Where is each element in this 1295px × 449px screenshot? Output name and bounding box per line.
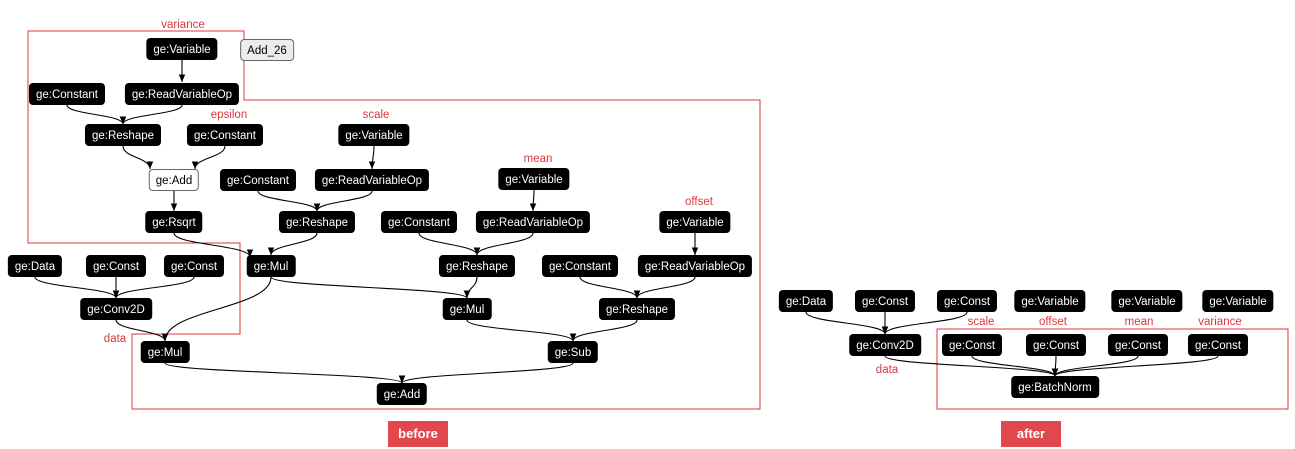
after-scale-label: scale (967, 316, 995, 328)
graph-edge (313, 190, 373, 212)
graph-edge (257, 190, 321, 212)
after-batchnorm-node[interactable]: ge:BatchNorm (1011, 376, 1099, 398)
graph-edge (1051, 355, 1059, 377)
graph-edge (270, 276, 471, 299)
after-data-node[interactable]: ge:Data (778, 290, 834, 312)
graph-edge (368, 145, 376, 170)
graph-edge (971, 355, 1059, 377)
after-variance-const-node[interactable]: ge:Const (1187, 334, 1249, 356)
graph-edge (398, 362, 574, 384)
conv2d-node[interactable]: ge:Conv2D (80, 298, 152, 320)
constant-node[interactable]: ge:Constant (28, 83, 106, 105)
scale-constant-node[interactable]: ge:Constant (219, 169, 297, 191)
graph-edge (1051, 355, 1219, 377)
sub-node[interactable]: ge:Sub (547, 341, 599, 363)
after-region (936, 328, 1289, 410)
graph-edge (119, 104, 183, 125)
variance-region (27, 30, 761, 410)
before-caption: before (388, 421, 448, 447)
scale-variable-node[interactable]: ge:Variable (338, 124, 410, 146)
offset-reshape-node[interactable]: ge:Reshape (598, 298, 676, 320)
data-node[interactable]: ge:Data (7, 255, 63, 277)
graph-edge (884, 355, 1059, 377)
graph-edge (805, 311, 889, 335)
mean-reshape-node[interactable]: ge:Reshape (438, 255, 516, 277)
add-node[interactable]: ge:Add (148, 169, 200, 191)
const-node-2[interactable]: ge:Const (163, 255, 225, 277)
offset-readvariableop-node[interactable]: ge:ReadVariableOp (637, 255, 753, 277)
graph-edge (191, 145, 226, 170)
mul-node-2[interactable]: ge:Mul (442, 298, 492, 320)
offset-variable-node[interactable]: ge:Variable (659, 211, 731, 233)
after-const-node-1[interactable]: ge:Const (854, 290, 916, 312)
graph-edge (466, 319, 577, 342)
after-scale-const-node[interactable]: ge:Const (941, 334, 1003, 356)
mean-constant-node[interactable]: ge:Constant (380, 211, 458, 233)
variance-readvariableop-node[interactable]: ge:ReadVariableOp (124, 83, 240, 105)
after-caption: after (1001, 421, 1061, 447)
graph-edge (463, 276, 478, 299)
after-mean-label: mean (1124, 316, 1154, 328)
graph-edge (115, 319, 169, 342)
variance-reshape-node[interactable]: ge:Reshape (84, 124, 162, 146)
after-data-label: data (875, 364, 899, 376)
after-conv2d-node[interactable]: ge:Conv2D (849, 334, 921, 356)
graph-edge (633, 276, 696, 299)
graph-edge (34, 276, 120, 299)
mul-node-1[interactable]: ge:Mul (246, 255, 296, 277)
graph-edge (122, 145, 154, 170)
after-mean-const-node[interactable]: ge:Const (1107, 334, 1169, 356)
offset-constant-node[interactable]: ge:Constant (541, 255, 619, 277)
after-const-node-2[interactable]: ge:Const (936, 290, 998, 312)
offset-label: offset (685, 196, 713, 208)
graph-edge (161, 276, 272, 342)
after-variance-label: variance (1198, 316, 1242, 328)
variance-label: variance (161, 19, 205, 31)
mean-variable-node[interactable]: ge:Variable (498, 168, 570, 190)
after-offset-const-node[interactable]: ge:Const (1025, 334, 1087, 356)
epsilon-label: epsilon (210, 109, 248, 121)
after-variable-node-1[interactable]: ge:Variable (1014, 290, 1086, 312)
mean-readvariableop-node[interactable]: ge:ReadVariableOp (475, 211, 591, 233)
graph-edge (418, 232, 481, 256)
scale-label: scale (362, 109, 390, 121)
scale-reshape-node[interactable]: ge:Reshape (278, 211, 356, 233)
graph-edge (173, 232, 254, 258)
graph-edge (1051, 355, 1139, 377)
graph-edge (569, 319, 638, 342)
graph-edge (112, 276, 195, 299)
after-variable-node-2[interactable]: ge:Variable (1111, 290, 1183, 312)
const-node-1[interactable]: ge:Const (85, 255, 147, 277)
add-26-node[interactable]: Add_26 (240, 39, 294, 61)
mean-label: mean (523, 153, 553, 165)
epsilon-constant-node[interactable]: ge:Constant (186, 124, 264, 146)
graph-edge (881, 311, 968, 335)
graph-edge (473, 232, 534, 256)
variance-variable-node[interactable]: ge:Variable (146, 38, 218, 60)
scale-readvariableop-node[interactable]: ge:ReadVariableOp (314, 169, 430, 191)
graph-edge (66, 104, 127, 125)
graph-edge (164, 362, 406, 384)
rsqrt-node[interactable]: ge:Rsqrt (145, 211, 203, 233)
graph-edge (579, 276, 641, 299)
add-output-node[interactable]: ge:Add (376, 383, 428, 405)
after-offset-label: offset (1039, 316, 1067, 328)
graph-edge (267, 232, 318, 256)
data-label: data (103, 333, 127, 345)
after-variable-node-3[interactable]: ge:Variable (1202, 290, 1274, 312)
graph-edge (529, 189, 537, 212)
mul-node-3[interactable]: ge:Mul (140, 341, 190, 363)
